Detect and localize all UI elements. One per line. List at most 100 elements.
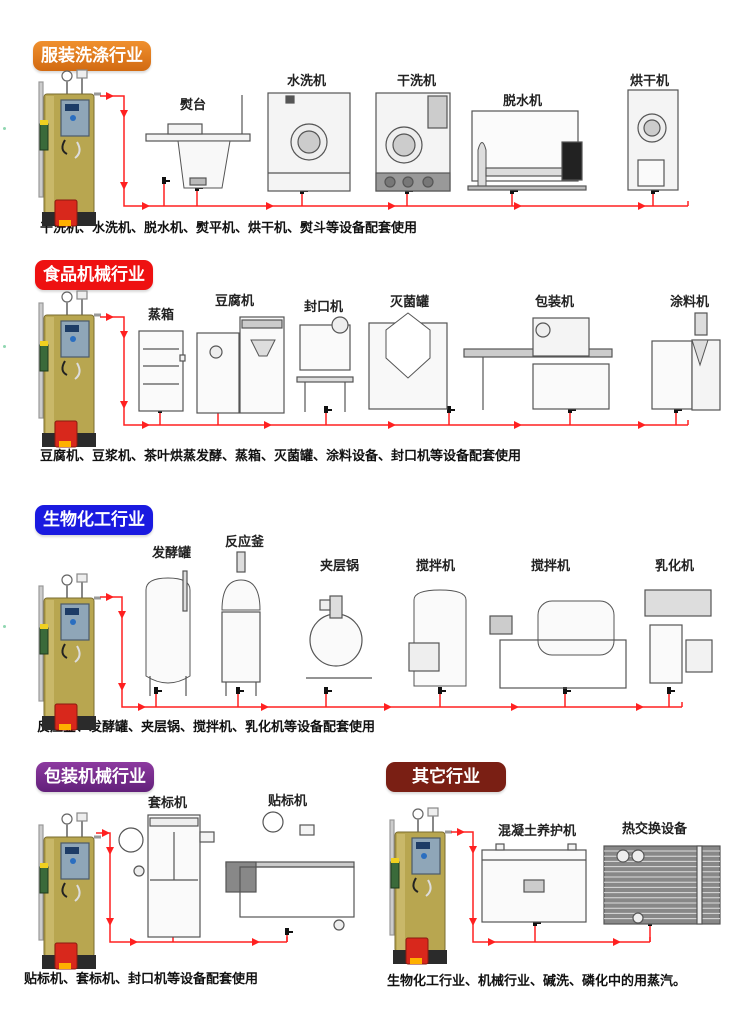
valve-block xyxy=(390,858,400,889)
horizontal-mixer xyxy=(489,600,627,689)
valve-block xyxy=(39,863,49,894)
decor-speck xyxy=(3,625,6,628)
flow-arrow-icon xyxy=(514,202,522,210)
flow-arrow-icon xyxy=(106,593,114,601)
dryer xyxy=(627,89,679,191)
steam-boiler xyxy=(38,573,101,731)
ironing-table xyxy=(145,95,251,189)
section-title-biochem: 生物化工行业 xyxy=(35,505,153,535)
flow-arrow-icon xyxy=(266,202,274,210)
machine-label-steamer: 蒸箱 xyxy=(148,308,175,323)
flow-arrow-icon xyxy=(106,92,114,100)
machine-label-extractor: 脱水机 xyxy=(503,94,543,109)
dry-cleaner xyxy=(375,92,451,192)
jacketed-kettle xyxy=(306,595,372,679)
valve-icon xyxy=(324,687,332,694)
fermenter-tank xyxy=(145,570,191,696)
flow-arrow-icon xyxy=(638,421,646,429)
steam-boiler xyxy=(38,812,101,970)
flow-arrow-icon xyxy=(613,938,621,946)
tofu-machine xyxy=(196,316,285,414)
decor-speck xyxy=(3,345,6,348)
steam-boiler xyxy=(38,290,101,448)
machine-label-labeler: 贴标机 xyxy=(268,794,308,809)
control-panel xyxy=(60,603,90,641)
planetary-mixer xyxy=(408,589,467,687)
flow-arrow-icon xyxy=(252,938,260,946)
flow-arrow-icon xyxy=(130,938,138,946)
machine-label-washer: 水洗机 xyxy=(287,74,327,89)
flow-arrow-icon xyxy=(106,313,114,321)
heat-exchanger xyxy=(603,845,721,925)
machine-label-ironing-table: 熨台 xyxy=(180,98,207,113)
flow-arrow-icon xyxy=(388,421,396,429)
section-title-packaging: 包装机械行业 xyxy=(36,762,154,792)
machine-label-sleeve-labeler: 套标机 xyxy=(148,796,188,811)
machine-label-coater: 涂料机 xyxy=(670,295,710,310)
section-title-other: 其它行业 xyxy=(386,762,506,792)
machine-label-packer: 包装机 xyxy=(535,295,575,310)
flow-arrow-icon xyxy=(120,331,128,339)
flow-arrow-icon xyxy=(514,421,522,429)
burner-icon xyxy=(405,937,429,965)
steam-pipe xyxy=(100,593,683,711)
machine-label-reactor: 反应釜 xyxy=(225,535,265,550)
sleeve-labeling-machine xyxy=(118,814,215,938)
machine-label-jacketed-kettle: 夹层锅 xyxy=(320,559,360,574)
pressure-gauge-icon xyxy=(61,290,88,315)
machine-label-mixer-1: 搅拌机 xyxy=(416,559,456,574)
valve-block xyxy=(39,341,49,372)
emulsifier xyxy=(644,589,713,684)
flow-arrow-icon xyxy=(388,202,396,210)
caption-biochem: 反应釜、发酵罐、夹层锅、搅拌机、乳化机等设备配套使用 xyxy=(37,720,376,735)
pressure-gauge-icon xyxy=(61,69,88,94)
flow-arrow-icon xyxy=(511,703,519,711)
extractor xyxy=(467,110,587,191)
coating-machine xyxy=(651,312,721,411)
caption-food: 豆腐机、豆浆机、茶叶烘蒸发酵、蒸箱、灭菌罐、涂料设备、封口机等设备配套使用 xyxy=(40,449,522,464)
valve-icon xyxy=(236,687,244,694)
pressure-gauge-icon xyxy=(61,812,88,837)
control-panel xyxy=(60,99,90,137)
valve-icon xyxy=(324,406,332,413)
caption-other: 生物化工行业、机械行业、碱洗、磷化中的用蒸汽。 xyxy=(387,974,687,989)
valve-icon xyxy=(154,687,162,694)
flow-arrow-icon xyxy=(142,202,150,210)
concrete-curing-machine xyxy=(481,843,587,923)
caption-garment: 干洗机、水洗机、脱水机、熨平机、烘干机、熨斗等设备配套使用 xyxy=(40,221,418,236)
pressure-gauge-icon xyxy=(61,573,88,598)
machine-label-tofu-machine: 豆腐机 xyxy=(215,294,255,309)
machine-label-concrete-curing: 混凝土养护机 xyxy=(498,824,577,839)
valve-icon xyxy=(667,687,675,694)
machine-label-dry-cleaner: 干洗机 xyxy=(397,74,437,89)
flow-arrow-icon xyxy=(120,110,128,118)
valve-block xyxy=(39,624,49,655)
control-panel xyxy=(60,842,90,880)
machine-label-mixer-2: 搅拌机 xyxy=(531,559,571,574)
flow-arrow-icon xyxy=(102,829,110,837)
flow-arrow-icon xyxy=(142,421,150,429)
machine-label-fermenter: 发酵罐 xyxy=(152,546,192,561)
flow-arrow-icon xyxy=(469,846,477,854)
section-title-food: 食品机械行业 xyxy=(35,260,153,290)
machine-label-dryer: 烘干机 xyxy=(630,74,670,89)
flow-arrow-icon xyxy=(638,202,646,210)
washer xyxy=(267,92,351,192)
flow-arrow-icon xyxy=(118,683,126,691)
flow-arrow-icon xyxy=(488,938,496,946)
steamer xyxy=(138,330,186,412)
burner-icon xyxy=(54,199,78,227)
valve-icon xyxy=(447,406,455,413)
burner-icon xyxy=(54,703,78,731)
section-title-garment: 服装洗涤行业 xyxy=(33,41,151,71)
steam-boiler xyxy=(389,807,452,965)
caption-packaging: 贴标机、套标机、封口机等设备配套使用 xyxy=(24,972,259,987)
flow-arrow-icon xyxy=(469,918,477,926)
valve-icon xyxy=(563,687,571,694)
sealer xyxy=(296,316,354,412)
machine-label-emulsifier: 乳化机 xyxy=(655,559,695,574)
flow-arrow-icon xyxy=(261,703,269,711)
control-panel xyxy=(411,837,441,875)
valve-icon xyxy=(285,928,293,935)
